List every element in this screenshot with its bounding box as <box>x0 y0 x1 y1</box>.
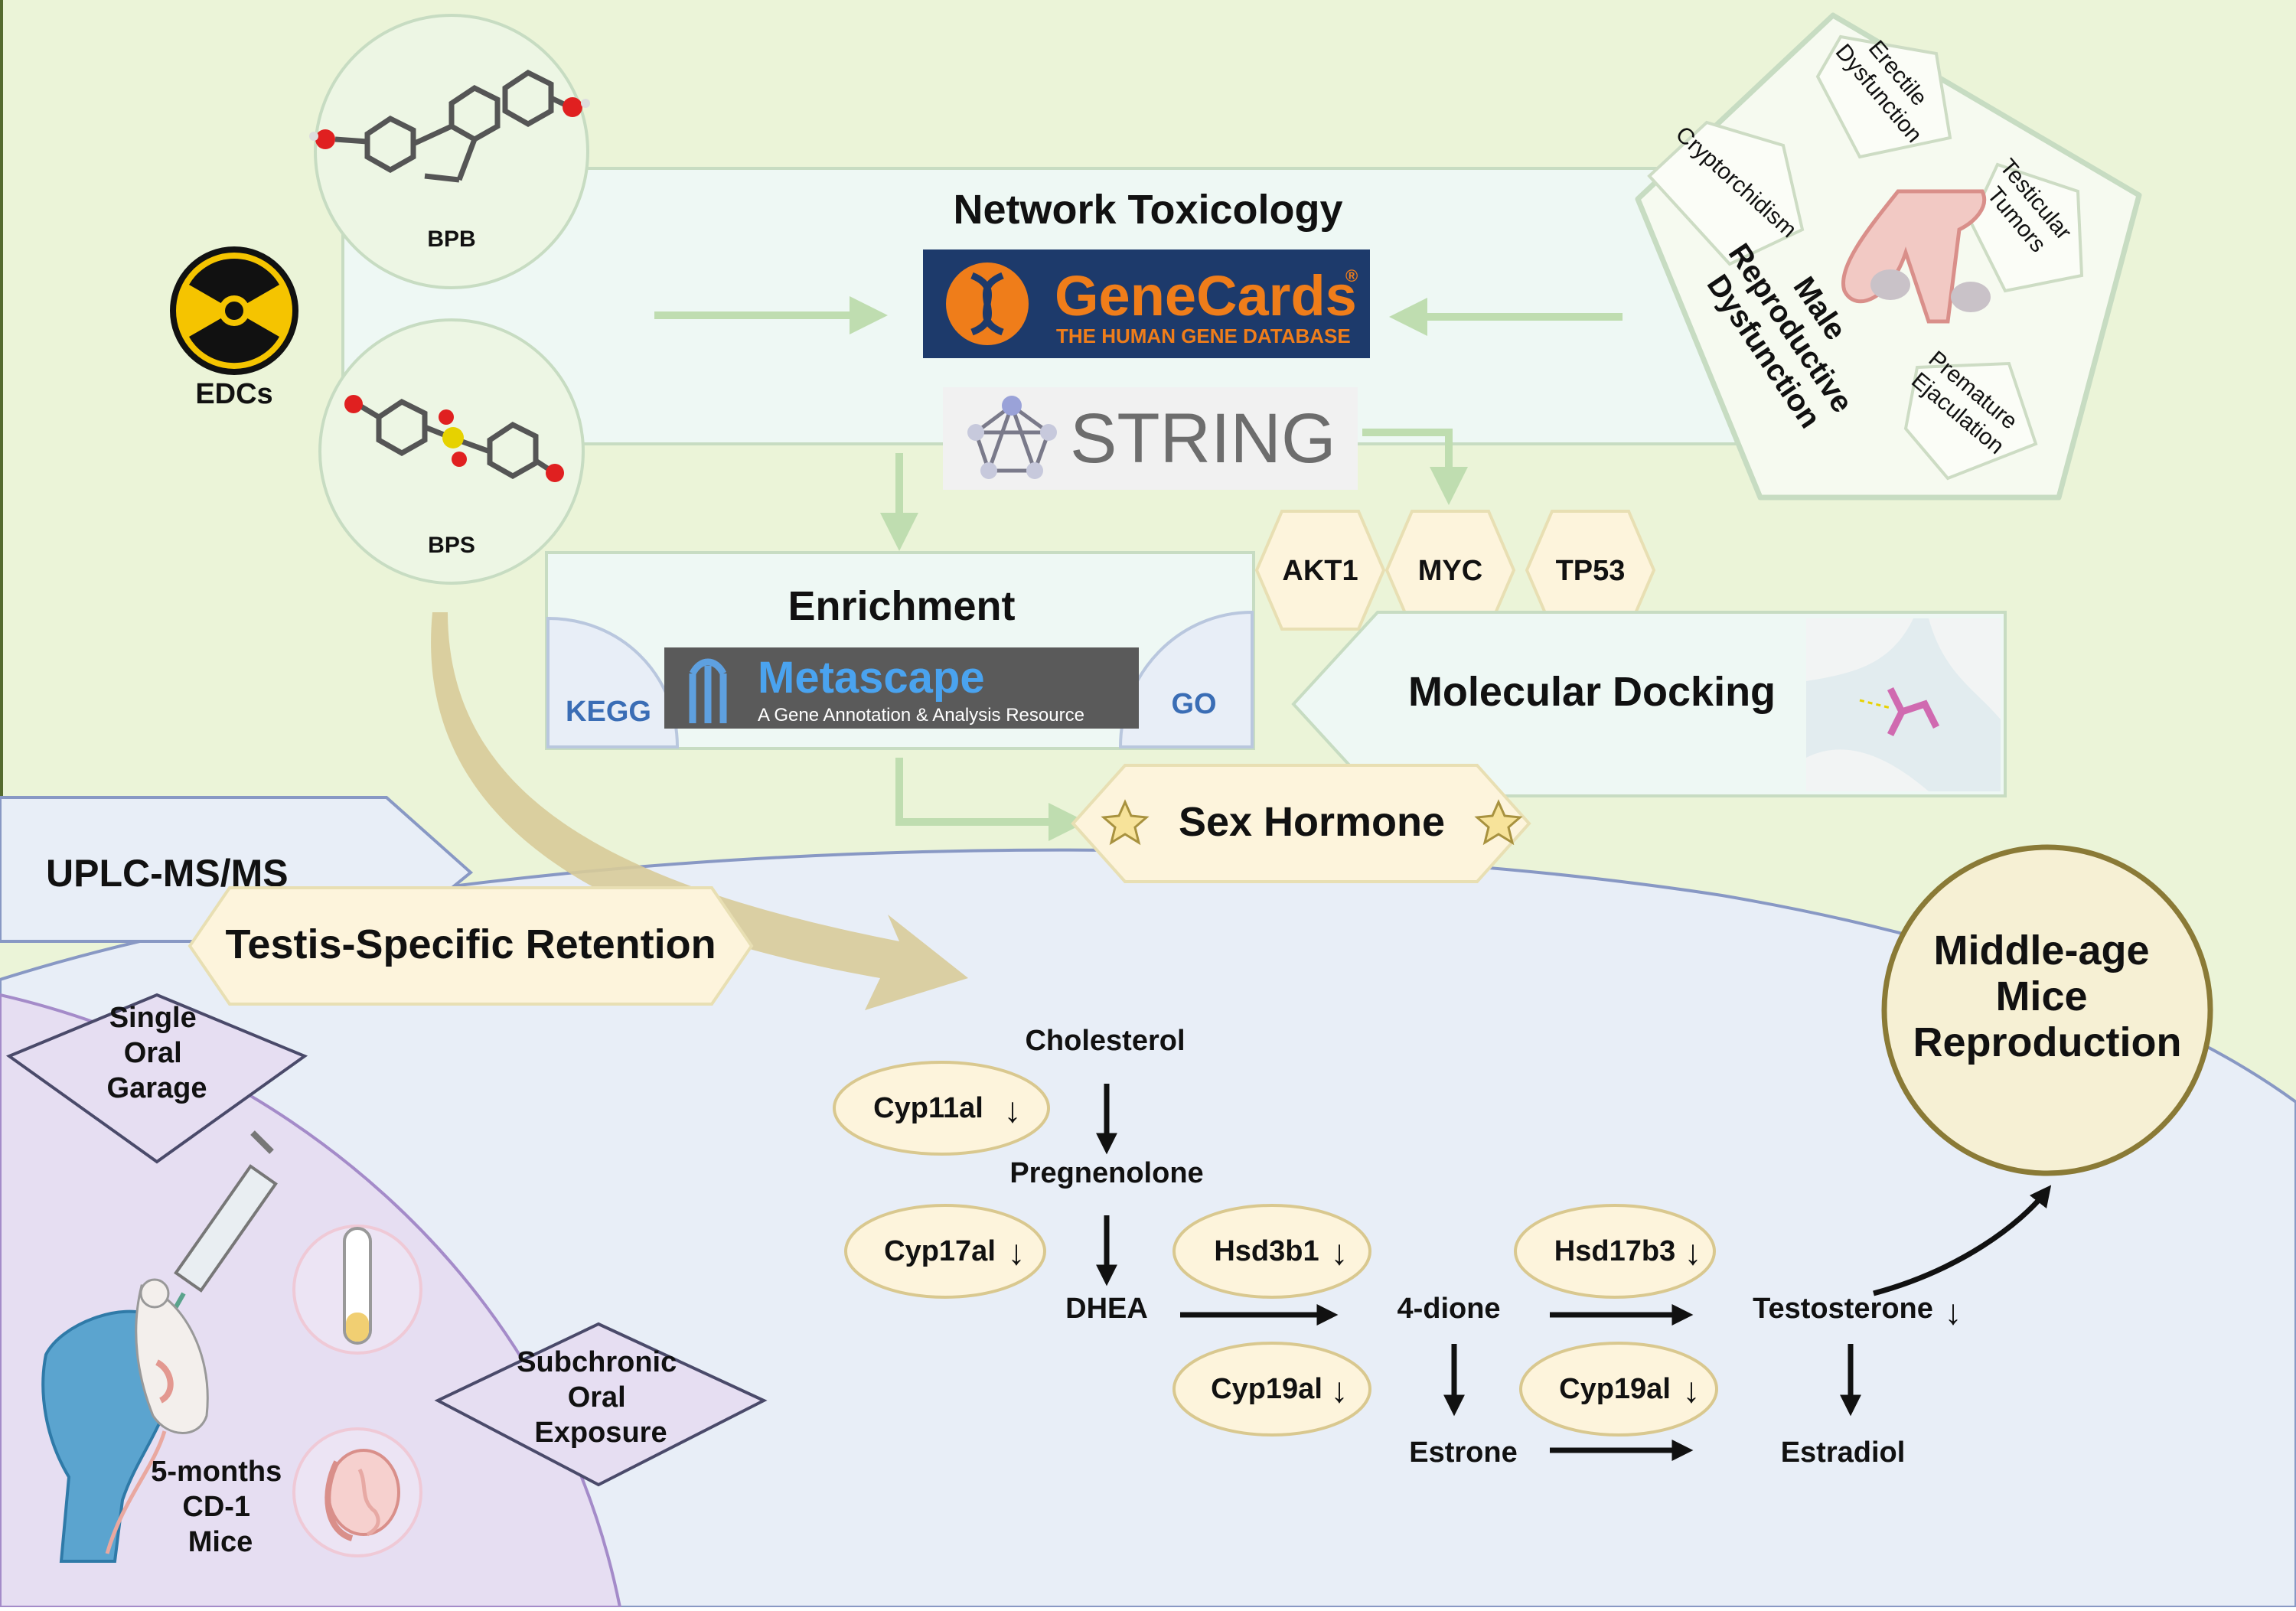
subchronic-oral-diamond <box>434 1322 768 1487</box>
male-reproductive-organ-icon <box>1841 189 1991 324</box>
syringe-icon <box>166 1130 278 1322</box>
testis-icon <box>292 1427 422 1557</box>
metascape-logo: Metascape A Gene Annotation & Analysis R… <box>664 647 1139 729</box>
go-label: GO <box>1171 688 1216 720</box>
enrichment-title: Enrichment <box>788 583 1015 629</box>
docking-image <box>1806 618 2001 791</box>
star-icon <box>1101 799 1150 846</box>
svg-text:Cyp17al: Cyp17al <box>884 1235 996 1267</box>
arrow-string-to-hubgenes <box>1362 429 1468 505</box>
star-icon <box>1474 799 1523 846</box>
svg-text:Sex Hormone: Sex Hormone <box>1179 799 1445 845</box>
metabolite-estrone: Estrone <box>1409 1437 1517 1469</box>
pathway-arrows <box>1096 1084 2052 1461</box>
hub-gene-tp53: TP53 <box>1525 510 1656 631</box>
go-tab <box>1118 610 1254 748</box>
enzyme-cyp11a1: Cyp11al ↓ <box>833 1061 1050 1156</box>
svg-text:↓: ↓ <box>1004 1090 1022 1130</box>
bps-molecule <box>318 318 585 585</box>
svg-text:AKT1: AKT1 <box>1282 555 1358 587</box>
enzyme-hsd17b3: Hsd17b3 ↓ <box>1514 1204 1716 1299</box>
docking-title: Molecular Docking <box>1408 669 1776 715</box>
network-toxicology-title: Network Toxicology <box>953 187 1342 233</box>
kegg-label: KEGG <box>566 696 651 728</box>
metabolite-testosterone: Testosterone <box>1753 1293 1933 1325</box>
enzyme-cyp17a1: Cyp17al ↓ <box>844 1204 1046 1299</box>
enzyme-cyp19a1-left: Cyp19al ↓ <box>1172 1342 1371 1437</box>
kegg-tab <box>546 616 680 748</box>
svg-text:MYC: MYC <box>1418 555 1482 587</box>
edcs-label: EDCs <box>195 378 272 410</box>
svg-text:TP53: TP53 <box>1556 555 1626 587</box>
svg-text:Cyp11al: Cyp11al <box>873 1092 983 1124</box>
string-logo: STRING <box>943 387 1358 490</box>
enzyme-cyp19a1-right: Cyp19al ↓ <box>1519 1342 1718 1437</box>
svg-text:↓: ↓ <box>1684 1232 1702 1272</box>
metabolite-estradiol: Estradiol <box>1781 1437 1906 1469</box>
svg-text:↓: ↓ <box>1683 1370 1701 1410</box>
bpb-molecule <box>309 14 590 289</box>
metabolite-pregnenolone: Pregnenolone <box>1009 1157 1203 1189</box>
svg-text:↓: ↓ <box>1008 1232 1026 1272</box>
single-oral-diamond <box>5 993 308 1164</box>
svg-text:Hsd17b3: Hsd17b3 <box>1554 1235 1675 1267</box>
retention-badge <box>188 886 754 1006</box>
single-oral-label: Single Oral Garage <box>107 1002 207 1104</box>
radiation-hazard-icon <box>170 246 298 375</box>
arrow-testosterone-outcome <box>1873 1185 2052 1296</box>
bpb-label: BPB <box>427 227 475 252</box>
down-marker: ↓ <box>1945 1292 1962 1332</box>
metascape-name: Metascape <box>758 653 985 703</box>
genecards-registered: ® <box>1345 266 1358 285</box>
metabolite-cholesterol: Cholesterol <box>1025 1025 1185 1057</box>
subchronic-oral-label: Subchronic Oral Exposure <box>517 1346 685 1449</box>
svg-text:Cyp19al: Cyp19al <box>1559 1373 1671 1405</box>
bps-label: BPS <box>428 533 475 558</box>
enzyme-hsd3b1: Hsd3b1 ↓ <box>1172 1204 1371 1299</box>
mice-label: 5-months CD-1 Mice <box>151 1456 290 1558</box>
gavage-illustration <box>41 1130 278 1563</box>
outcome-circle <box>1881 844 2213 1176</box>
genecards-logo: GeneCards ® THE HUMAN GENE DATABASE <box>923 249 1370 358</box>
metabolite-dhea: DHEA <box>1065 1293 1148 1325</box>
svg-text:Cyp19al: Cyp19al <box>1211 1373 1322 1405</box>
genecards-tagline: THE HUMAN GENE DATABASE <box>1056 324 1351 347</box>
retention-label: Testis-Specific Retention <box>225 921 716 967</box>
sex-hormone-badge: Sex Hormone <box>1071 764 1531 883</box>
outcome-label: Middle-age Mice Reproduction <box>1913 928 2182 1065</box>
svg-text:↓: ↓ <box>1331 1370 1349 1410</box>
genecards-name: GeneCards <box>1055 264 1357 328</box>
metabolite-dione: 4-dione <box>1397 1293 1500 1325</box>
mouse-tail <box>105 1430 167 1554</box>
mouse-body <box>135 1284 209 1434</box>
svg-text:Hsd3b1: Hsd3b1 <box>1214 1235 1319 1267</box>
hub-gene-akt1: AKT1 <box>1254 510 1386 631</box>
metascape-tagline: A Gene Annotation & Analysis Resource <box>758 705 1084 726</box>
arrow-enrichment-to-sexhormone <box>895 758 1087 841</box>
test-tube-icon <box>292 1225 422 1355</box>
hub-gene-myc: MYC <box>1384 510 1516 631</box>
string-name: STRING <box>1070 399 1336 478</box>
svg-text:↓: ↓ <box>1331 1232 1349 1272</box>
